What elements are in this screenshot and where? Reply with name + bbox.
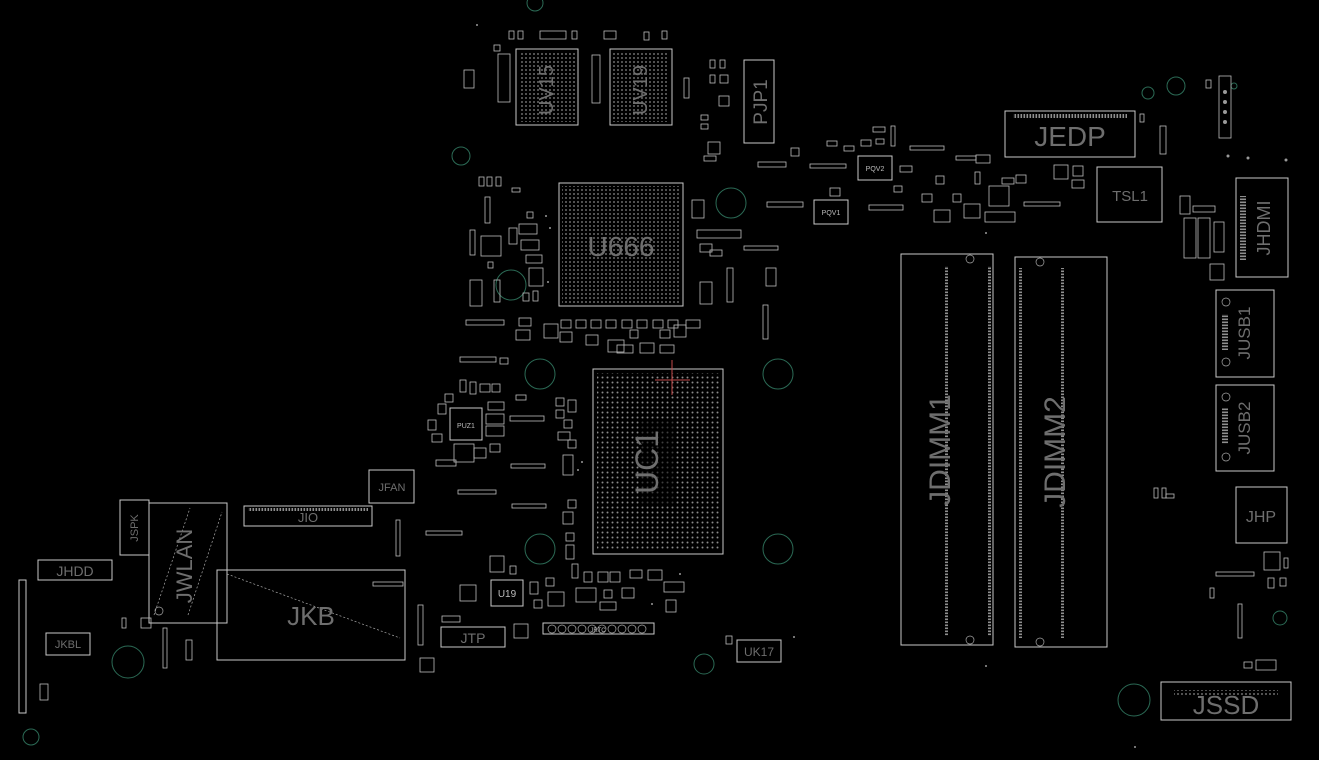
uv15-label: UV15 <box>536 65 558 115</box>
uc1-label: UC1 <box>629 430 665 494</box>
uk17-label: UK17 <box>744 645 774 659</box>
pqv2-label: PQV2 <box>866 166 885 173</box>
jtp-label: JTP <box>461 630 486 646</box>
pjp1-label: PJP1 <box>751 79 772 124</box>
uv19-label: UV19 <box>630 65 652 115</box>
jhdmi-label: JHDMI <box>1254 201 1274 256</box>
jhdd-label: JHDD <box>56 563 93 579</box>
jdimm2-label: JDIMM2 <box>1039 396 1072 508</box>
jkb-connector[interactable]: JKB <box>216 569 406 661</box>
pjp1-connector[interactable]: PJP1 <box>743 59 775 144</box>
jkb-label: JKB <box>287 601 335 631</box>
jusb1-connector[interactable]: JUSB1 <box>1215 289 1275 378</box>
puz1-passives <box>427 379 505 467</box>
puz1-chip[interactable]: PUZ1 <box>449 407 483 441</box>
jssd-label: JSSD <box>1193 690 1259 720</box>
jdimm1-slot[interactable]: JDIMM1 <box>900 253 994 646</box>
jhdd-connector[interactable]: JHDD <box>37 559 113 581</box>
jwlan-connector[interactable]: JWLAN <box>148 502 228 624</box>
via-dots <box>476 24 1136 748</box>
jspk-connector[interactable]: JSPK <box>119 499 150 556</box>
jssd-connector[interactable]: JSSD <box>1160 681 1292 721</box>
u19-label: U19 <box>498 589 517 600</box>
jrtc-connector[interactable]: JRTC <box>542 622 655 635</box>
jfan-connector[interactable]: JFAN <box>368 469 415 504</box>
u19-passives <box>489 555 685 613</box>
u666-label: U666 <box>588 231 655 262</box>
jio-label: JIO <box>298 510 318 525</box>
jtp-connector[interactable]: JTP <box>440 626 506 648</box>
jhp-passives <box>1153 487 1289 671</box>
jrtc-label: JRTC <box>590 628 606 634</box>
jhdmi-passives <box>1179 195 1225 281</box>
u19-chip[interactable]: U19 <box>490 579 524 607</box>
jdimm1-label: JDIMM1 <box>924 394 957 506</box>
uc1-cpu[interactable]: UC1 <box>592 360 724 555</box>
puz1-label: PUZ1 <box>457 423 475 430</box>
jdimm2-slot[interactable]: JDIMM2 <box>1014 256 1108 648</box>
uv19-chip[interactable]: UV19 <box>609 48 673 126</box>
uc1-left-passives <box>425 394 577 560</box>
jfan-label: JFAN <box>379 482 406 494</box>
u666-left-passives <box>465 176 544 326</box>
jwlan-label: JWLAN <box>172 529 197 604</box>
u666-bottom-caps <box>459 317 701 365</box>
u666-right-passives <box>691 199 804 340</box>
uk17-chip[interactable]: UK17 <box>725 635 782 663</box>
tsl1-part[interactable]: TSL1 <box>1096 166 1163 223</box>
jusb2-connector[interactable]: JUSB2 <box>1215 384 1275 472</box>
pqv1-part[interactable]: PQV1 <box>813 199 849 225</box>
left-edge-connector <box>18 579 193 714</box>
jhdmi-connector[interactable]: JHDMI <box>1235 177 1289 278</box>
top-right-header <box>1205 75 1288 162</box>
jtp-passives <box>395 519 529 673</box>
uv-passives <box>463 30 730 162</box>
tsl1-label: TSL1 <box>1112 188 1148 205</box>
jkbl-connector[interactable]: JKBL <box>45 632 91 656</box>
jedp-label: JEDP <box>1034 121 1106 152</box>
pqv1-label: PQV1 <box>822 210 841 217</box>
pqv2-part[interactable]: PQV2 <box>857 155 893 181</box>
u666-chip[interactable]: U666 <box>558 182 684 307</box>
jhp-label: JHP <box>1246 509 1276 526</box>
jspk-label: JSPK <box>129 514 141 542</box>
jusb2-label: JUSB2 <box>1235 402 1254 455</box>
top-middle-passives <box>757 113 1167 223</box>
uv15-chip[interactable]: UV15 <box>515 48 579 126</box>
jio-connector[interactable]: JIO <box>243 505 373 527</box>
mounting-holes <box>22 0 1288 746</box>
jkbl-label: JKBL <box>55 639 81 651</box>
jusb1-label: JUSB1 <box>1235 307 1254 360</box>
jhp-connector[interactable]: JHP <box>1235 486 1288 544</box>
jedp-connector[interactable]: JEDP <box>1004 110 1136 158</box>
